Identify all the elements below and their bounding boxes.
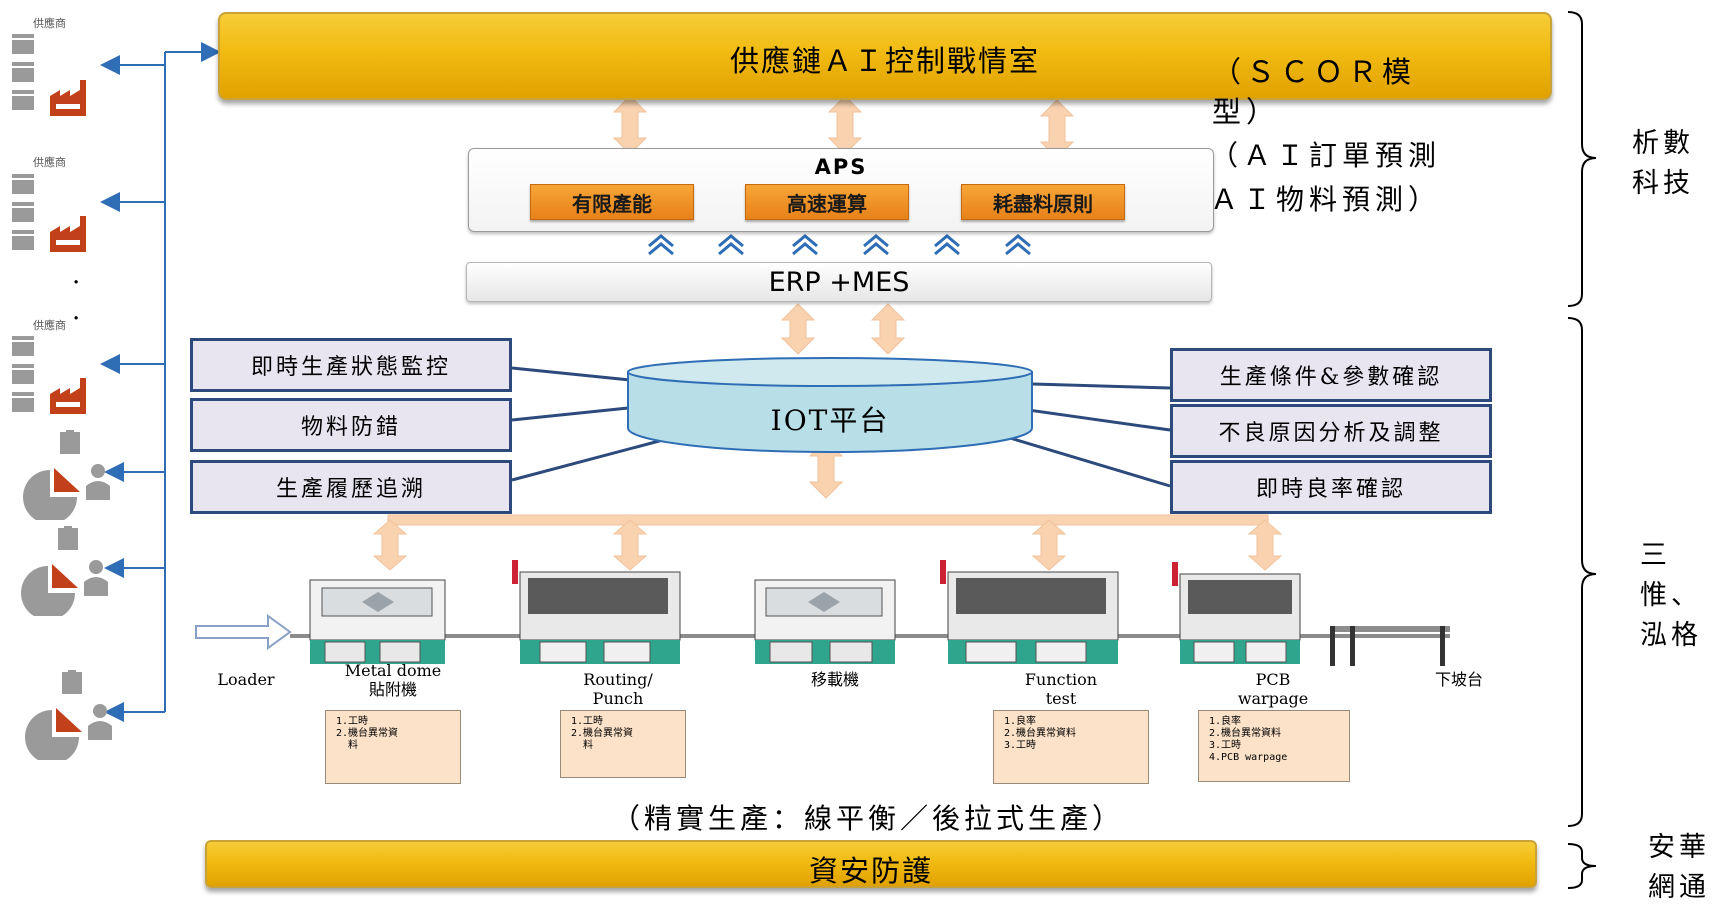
pcb-warpage-note: 1.良率 2.機台異常資料 3.工時 4.PCB warpage — [1198, 710, 1350, 782]
supplier-label: 供應商 — [33, 156, 66, 169]
customer-analytics-icon — [23, 430, 110, 520]
function-test-machine-icon — [940, 560, 1119, 664]
customer-analytics-icon — [21, 526, 108, 616]
loader-arrow-icon — [195, 614, 292, 650]
factory-icon — [50, 80, 86, 116]
customer-analytics-icon — [25, 670, 112, 760]
aps-item-high-speed-compute: 高速運算 — [745, 184, 909, 220]
machine-label-transfer: 移載機 — [810, 670, 859, 689]
realtime-yield-confirm-box: 即時良率確認 — [1170, 460, 1492, 514]
aps-item-material-depletion: 耗盡料原則 — [961, 184, 1125, 220]
machine-label-loader: Loader — [217, 670, 275, 689]
supplier-stack-icon — [12, 336, 34, 412]
scor-model-note: （ＳＣＯＲ模型） — [1212, 55, 1417, 129]
right-label-line: 安華 — [1648, 832, 1710, 863]
right-label-line: 惟、 — [1640, 580, 1702, 611]
right-label-line: 泓格 — [1640, 620, 1702, 651]
machine-label-unloader: 下坡台 — [1434, 670, 1483, 689]
aps-title: APS — [814, 155, 868, 179]
factory-icon — [50, 378, 86, 414]
machine-label-pcb-warpage: PCB warpage — [1237, 670, 1309, 708]
ellipsis-dot: · — [72, 304, 81, 334]
machine-label-function-test: Function test — [1024, 670, 1098, 708]
ellipsis-dot: · — [72, 268, 81, 298]
factory-icon — [50, 216, 86, 252]
right-label-line: 三 — [1640, 540, 1671, 571]
supplier-label: 供應商 — [33, 319, 66, 332]
ai-forecast-note: （ＡＩ訂單預測ＡＩ物料預測） — [1210, 139, 1442, 216]
erp-mes-bar: ERP +MES — [466, 262, 1212, 302]
machine-label-routing-punch: Routing/ Punch — [583, 670, 653, 708]
iot-platform-label: IOT平台 — [770, 404, 890, 437]
defect-cause-analysis-box: 不良原因分析及調整 — [1170, 404, 1492, 458]
right-label-line: 科技 — [1632, 168, 1694, 199]
right-label-line: 網通 — [1648, 872, 1710, 903]
function-test-note: 1.良率 2.機台異常資料 3.工時 — [993, 710, 1149, 784]
realtime-production-monitor-box: 即時生產狀態監控 — [190, 338, 512, 392]
machine-label-metal-dome: Metal dome 貼附機 — [344, 661, 442, 699]
pcb-warpage-machine-icon — [1172, 562, 1301, 664]
right-label-middle: 三 惟、 泓格 — [1640, 536, 1702, 656]
routing-punch-note: 1.工時 2.機台異常資 料 — [560, 710, 686, 778]
right-label-bottom: 安華 網通 — [1648, 828, 1710, 908]
aps-item-finite-capacity: 有限產能 — [530, 184, 694, 220]
supplier-stack-icon — [12, 34, 34, 110]
supplier-stack-icon — [12, 174, 34, 250]
material-error-proofing-box: 物料防錯 — [190, 398, 512, 452]
production-history-trace-box: 生產履歷追溯 — [190, 460, 512, 514]
supplier-link-lines — [100, 42, 221, 722]
production-params-confirm-box: 生產條件&參數確認 — [1170, 348, 1492, 402]
ai-control-room-bar: 供應鏈ＡＩ控制戰情室 — [218, 12, 1552, 100]
iot-cylinder — [627, 357, 1033, 453]
ai-control-room-title: 供應鏈ＡＩ控制戰情室 — [729, 44, 1040, 78]
right-label-analytics: 析數 科技 — [1632, 124, 1694, 204]
routing-punch-machine-icon — [512, 560, 681, 664]
right-label-line: 析數 — [1632, 128, 1694, 159]
lean-production-note: （精實生產：線平衡／後拉式生產） — [612, 802, 1125, 835]
transfer-machine-icon — [754, 579, 896, 664]
unloader-table-icon — [1330, 626, 1450, 666]
upload-chevrons — [648, 234, 1031, 256]
metal-dome-note: 1.工時 2.機台異常資 料 — [325, 710, 461, 784]
production-line-illustration — [195, 560, 1450, 666]
peach-double-arrows — [372, 95, 1283, 571]
metal-dome-machine-icon — [309, 579, 446, 664]
supplier-column: 供應商 供應商 · · 供應商 — [0, 0, 120, 760]
supplier-label: 供應商 — [33, 17, 66, 30]
right-braces — [1567, 11, 1597, 889]
